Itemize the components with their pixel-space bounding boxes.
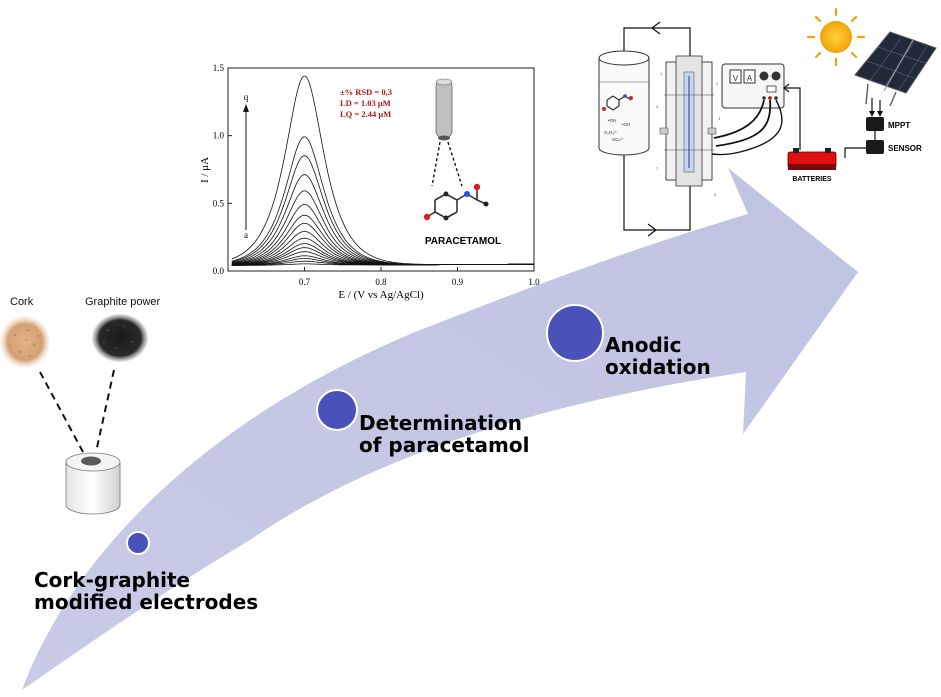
cork-label: Cork xyxy=(10,296,34,308)
battery-to-supply-wire xyxy=(784,87,801,150)
mppt-arrowhead xyxy=(869,111,883,117)
stage-1-line1: Cork-graphite xyxy=(34,568,191,592)
y-tick-label: 1.5 xyxy=(213,63,225,73)
stats-ld: LD = 1.03 μM xyxy=(340,98,391,108)
stage-2-line2: of paracetamol xyxy=(359,433,530,457)
sensor-label: SENSOR xyxy=(888,144,922,153)
y-tick-marks xyxy=(228,67,232,272)
stage-marker-medium xyxy=(316,389,358,431)
reservoir-icon: •OH •OH S₂O₈²⁻ SO₄²⁻ xyxy=(598,50,650,156)
progress-arrow xyxy=(22,168,858,690)
sensor-box xyxy=(866,140,884,154)
svg-text:1: 1 xyxy=(660,71,663,76)
svg-text:V: V xyxy=(733,74,739,83)
voltammogram-chart: 0.0 0.5 1.0 1.5 0.7 0.8 0.9 1.0 I / μA E / (V … xyxy=(199,63,540,301)
x-tick-labels: 0.7 0.8 0.9 1.0 xyxy=(299,277,540,287)
wire-arrow-top xyxy=(651,21,661,35)
svg-text:5: 5 xyxy=(714,192,717,197)
battery-icon xyxy=(787,148,837,170)
svg-text:4: 4 xyxy=(656,104,659,109)
cork-powder-image xyxy=(0,316,50,368)
stage-1-label: Cork-graphite modified electrodes xyxy=(34,569,258,613)
stage-3-label: Anodic oxidation xyxy=(605,334,711,378)
svg-text:S₂O₈²⁻: S₂O₈²⁻ xyxy=(604,130,619,135)
y-tick-labels: 0.0 0.5 1.0 1.5 xyxy=(213,63,225,276)
svg-text:2: 2 xyxy=(716,81,719,86)
y-axis-label: I / μA xyxy=(199,157,211,183)
flow-cell-icon: 1 4 7 2 3 5 xyxy=(656,55,721,197)
svg-text:A: A xyxy=(747,74,753,83)
x-tick-label: 0.7 xyxy=(299,277,311,287)
voltammetric-curve xyxy=(231,75,534,265)
stage-2-label: Determination of paracetamol xyxy=(359,412,530,456)
curve-label-bottom: a xyxy=(244,230,248,240)
graphite-connector-line xyxy=(95,369,115,453)
stats-rsd: ±% RSD = 0,3 xyxy=(340,87,392,97)
y-tick-label: 0.0 xyxy=(213,266,225,276)
battery-to-supply-arrow xyxy=(783,83,790,93)
svg-text:3: 3 xyxy=(718,116,721,121)
supply-cable-2 xyxy=(715,99,772,147)
stage-1-line2: modified electrodes xyxy=(34,590,259,614)
stage-2-line1: Determination xyxy=(359,411,522,435)
electrode-cylinder-icon xyxy=(65,452,121,515)
cork-connector-line xyxy=(39,371,84,453)
solar-power-system: MPPT SENSOR BATTERIES xyxy=(783,7,937,183)
svg-text:SO₄²⁻: SO₄²⁻ xyxy=(612,137,625,142)
x-tick-label: 1.0 xyxy=(528,277,540,287)
batteries-label: BATTERIES xyxy=(792,176,831,183)
electrochemical-cell-circuit: •OH •OH S₂O₈²⁻ SO₄²⁻ 1 4 7 2 3 5 V A xyxy=(598,21,785,237)
mppt-label: MPPT xyxy=(888,121,910,130)
x-tick-marks xyxy=(304,267,535,271)
svg-text:7: 7 xyxy=(656,166,659,171)
stage-marker-small xyxy=(126,531,150,555)
stage-marker-large xyxy=(546,304,604,362)
mppt-box xyxy=(866,117,884,131)
x-tick-label: 0.8 xyxy=(375,277,387,287)
sensor-to-battery-wire xyxy=(844,147,866,158)
paracetamol-molecule-icon xyxy=(423,183,489,221)
svg-text:•OH: •OH xyxy=(622,122,630,127)
solar-panel-icon xyxy=(854,31,937,107)
supply-cable-1 xyxy=(713,99,765,139)
supply-cable-3 xyxy=(711,99,783,156)
sun-icon xyxy=(806,7,866,67)
graphite-powder-image xyxy=(92,314,148,362)
stats-lq: LQ = 2.44 μM xyxy=(340,109,391,119)
stage-3-line1: Anodic xyxy=(605,333,682,357)
x-tick-label: 0.9 xyxy=(452,277,464,287)
plot-frame xyxy=(227,67,535,272)
voltammetric-curves xyxy=(231,75,534,266)
electrode-tip-icon xyxy=(431,78,463,187)
wire-arrow-bottom xyxy=(647,223,657,237)
x-axis-label: E / (V vs Ag/AgCl) xyxy=(338,289,424,301)
svg-text:•OH: •OH xyxy=(608,118,616,123)
y-tick-label: 0.5 xyxy=(213,198,225,208)
y-tick-label: 1.0 xyxy=(213,131,225,141)
increase-arrowhead xyxy=(243,104,249,112)
graphite-label: Graphite power xyxy=(85,296,161,308)
curve-label-top: q xyxy=(244,92,249,102)
molecule-label: PARACETAMOL xyxy=(425,236,501,247)
power-supply-icon: V A xyxy=(721,63,785,109)
stage-3-line2: oxidation xyxy=(605,355,711,379)
